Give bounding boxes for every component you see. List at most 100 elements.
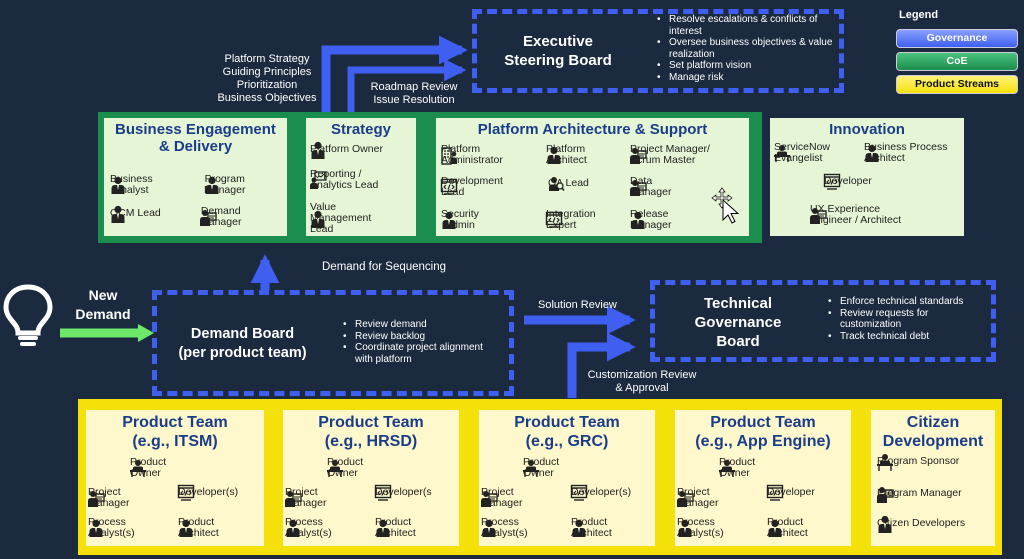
person-icon xyxy=(311,141,325,159)
search-person-icon xyxy=(548,175,565,192)
product-team-title: Product Team(e.g., ITSM) xyxy=(122,414,228,450)
person-icon xyxy=(205,176,219,194)
role-ocm-lead: OCM Lead xyxy=(110,205,161,223)
code-icon xyxy=(766,484,784,501)
legend-coe: CoE xyxy=(896,52,1018,71)
role-development-lead: DevelopmentLead xyxy=(440,176,503,198)
demand-board xyxy=(152,290,514,396)
manager-icon xyxy=(629,179,647,197)
person-icon xyxy=(111,205,125,223)
manager-icon xyxy=(480,490,498,508)
product-team-title: Product Team(e.g., App Engine) xyxy=(695,414,831,450)
role-reporting-analytics-lead: Reporting /Analytics Lead xyxy=(309,168,379,191)
demand-board-title: Demand Board(per product team) xyxy=(178,326,307,361)
code-icon xyxy=(374,484,392,501)
person-icon xyxy=(572,519,586,537)
person-icon xyxy=(179,519,193,537)
demand-board-bullets: Review demand Review backlog Coordinate … xyxy=(343,319,493,365)
desk-person-icon xyxy=(522,459,540,478)
person-icon xyxy=(878,515,892,533)
manager-icon xyxy=(87,490,105,508)
desk-person-icon xyxy=(718,459,736,478)
platform-architecture-title: Platform Architecture & Support xyxy=(477,121,708,138)
cursor-icon xyxy=(711,187,740,224)
code-icon xyxy=(440,178,458,195)
desk-person-icon xyxy=(326,459,344,478)
person-icon xyxy=(442,211,456,229)
code-icon xyxy=(177,484,195,501)
manager-icon xyxy=(809,207,827,225)
presenter-icon xyxy=(309,171,327,190)
role-qa-lead: QA Lead xyxy=(548,175,589,192)
code-icon xyxy=(823,173,841,190)
desk-person-icon xyxy=(129,459,147,478)
person-icon xyxy=(678,519,692,537)
person-icon xyxy=(631,211,645,229)
innovation-title: Innovation xyxy=(829,121,905,138)
product-team-role: Developer(s) xyxy=(177,484,238,501)
person-icon xyxy=(865,144,879,162)
person-icon xyxy=(311,210,325,228)
product-team-role: Developer(s xyxy=(374,484,432,501)
technical-governance-board xyxy=(650,280,996,362)
product-team-title: Product Team(e.g., GRC) xyxy=(514,414,620,450)
role-citizen-developers: Citizen Developers xyxy=(877,515,965,533)
demand-for-sequencing-label: Demand for Sequencing xyxy=(322,261,447,273)
customization-review-label: Customization Review& Approval xyxy=(587,369,697,394)
person-icon xyxy=(482,519,496,537)
product-team-title: Product Team(e.g., HRSD) xyxy=(318,414,424,450)
solution-review-label: Solution Review xyxy=(538,299,617,311)
role-project-manager-scrum-master: Project Manager/Scrum Master xyxy=(629,143,710,166)
exec-board-bullets: Resolve escalations & conflicts of inter… xyxy=(657,14,837,83)
manager-icon xyxy=(876,485,894,504)
desk-person-icon xyxy=(876,452,894,472)
lightbulb-icon xyxy=(3,284,53,346)
strategy-title: Strategy xyxy=(330,121,392,138)
business-engagement-title: Business Engagement& Delivery xyxy=(115,121,276,155)
platform-architecture-box: Platform Architecture & Support Platform… xyxy=(436,118,749,236)
role-citizen-program-manager: Program Manager xyxy=(876,485,962,504)
person-icon xyxy=(111,176,125,194)
manager-icon xyxy=(199,209,217,227)
manager-icon xyxy=(676,490,694,508)
role-program-sponsor: Program Sponsor xyxy=(876,452,959,472)
person-icon xyxy=(768,519,782,537)
person-icon xyxy=(89,519,103,537)
desk-person-icon xyxy=(773,144,791,163)
person-icon xyxy=(286,519,300,537)
product-team-role: Developer(s) xyxy=(570,484,631,501)
building-icon xyxy=(441,147,458,165)
role-developer: Developer xyxy=(823,173,872,190)
